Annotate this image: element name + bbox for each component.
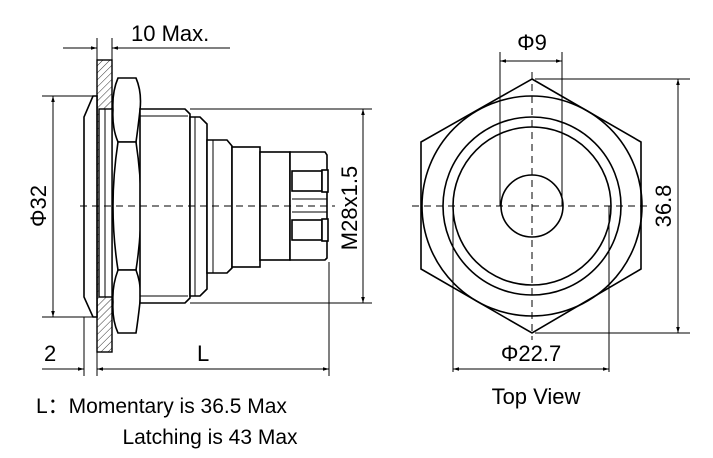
bezel-height-label: 2 [44, 341, 56, 366]
note-momentary: L：Momentary is 36.5 Max [36, 395, 287, 418]
length-label: L [197, 341, 209, 366]
top-view: Φ9 36.8 Φ22.7 Top View [412, 30, 690, 409]
hex-nut [112, 77, 142, 334]
side-view: 10 Max. Φ32 M28x1.5 2 L [26, 21, 372, 376]
top-view-title: Top View [492, 384, 581, 409]
panel-thickness-label: 10 Max. [131, 21, 209, 46]
face-diameter-label: Φ22.7 [501, 341, 561, 366]
hex-outline [420, 78, 642, 334]
note-latching: Latching is 43 Max [122, 426, 298, 449]
thread-label: M28x1.5 [337, 166, 362, 250]
button-diameter-label: Φ9 [517, 30, 547, 55]
bezel-diameter-label: Φ32 [26, 185, 51, 227]
nut-across-corners-label: 36.8 [651, 185, 676, 228]
